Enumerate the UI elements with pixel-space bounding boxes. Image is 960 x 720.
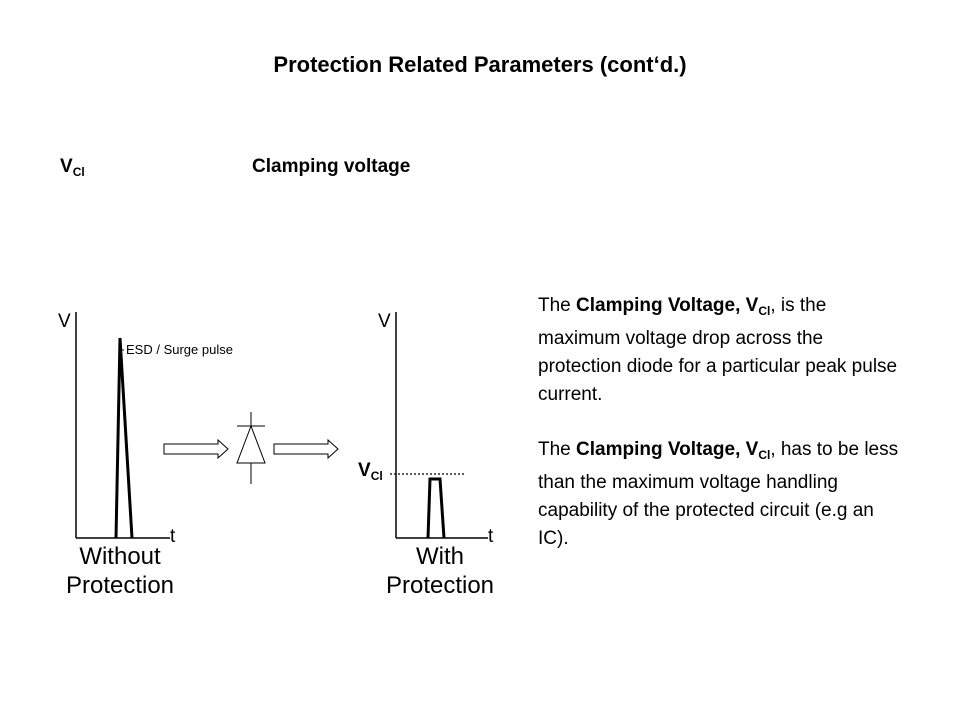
para2-term-subscript: Cl: [758, 448, 771, 462]
para2-term: Clamping Voltage, VCl: [576, 439, 771, 462]
para1-term: Clamping Voltage, VCl: [576, 295, 771, 318]
caption-with-line2: Protection: [385, 572, 495, 599]
para1-term-subscript: Cl: [758, 304, 771, 318]
para2-term-text: Clamping Voltage, V: [576, 439, 759, 460]
arrow-right-1: [163, 438, 229, 460]
symbol-subscript: Cl: [72, 165, 85, 179]
clamp-level-main: V: [358, 460, 371, 481]
slide-title: Protection Related Parameters (cont‘d.): [273, 52, 687, 77]
para2-pre: The: [538, 439, 577, 460]
para1-post: , is the maximum voltage drop across the…: [538, 295, 898, 405]
caption-without-line2: Protection: [65, 572, 175, 599]
arrow-right-2: [273, 438, 339, 460]
caption-without-line1: Without: [79, 543, 161, 570]
left-y-axis-label: V: [58, 311, 71, 332]
clamp-level-subscript: Cl: [370, 469, 383, 483]
parameter-description: Clamping voltage: [252, 156, 411, 177]
left-x-axis-label: t: [170, 526, 176, 547]
para1-term-text: Clamping Voltage, V: [576, 295, 759, 316]
caption-with-protection: With Protection: [360, 542, 520, 600]
para1-pre: The: [538, 295, 577, 316]
symbol-main: V: [60, 156, 73, 177]
caption-without-protection: Without Protection: [40, 542, 200, 600]
right-x-axis-label: t: [488, 526, 494, 547]
parameter-symbol: VCl: [60, 156, 85, 179]
para2-post: , has to be less than the maximum voltag…: [538, 439, 899, 549]
caption-with-line1: With: [416, 543, 464, 570]
diode-icon: [236, 412, 266, 484]
clamped-pulse: [426, 477, 446, 539]
esd-pulse-spike: [114, 337, 134, 539]
esd-pulse-label: ESD / Surge pulse: [126, 342, 233, 357]
requirement-paragraph: The Clamping Voltage, VCl, has to be les…: [538, 436, 908, 553]
clamp-level-label: VCl: [358, 460, 383, 483]
right-y-axis-label: V: [378, 311, 391, 332]
definition-paragraph: The Clamping Voltage, VCl, is the maximu…: [538, 292, 908, 409]
